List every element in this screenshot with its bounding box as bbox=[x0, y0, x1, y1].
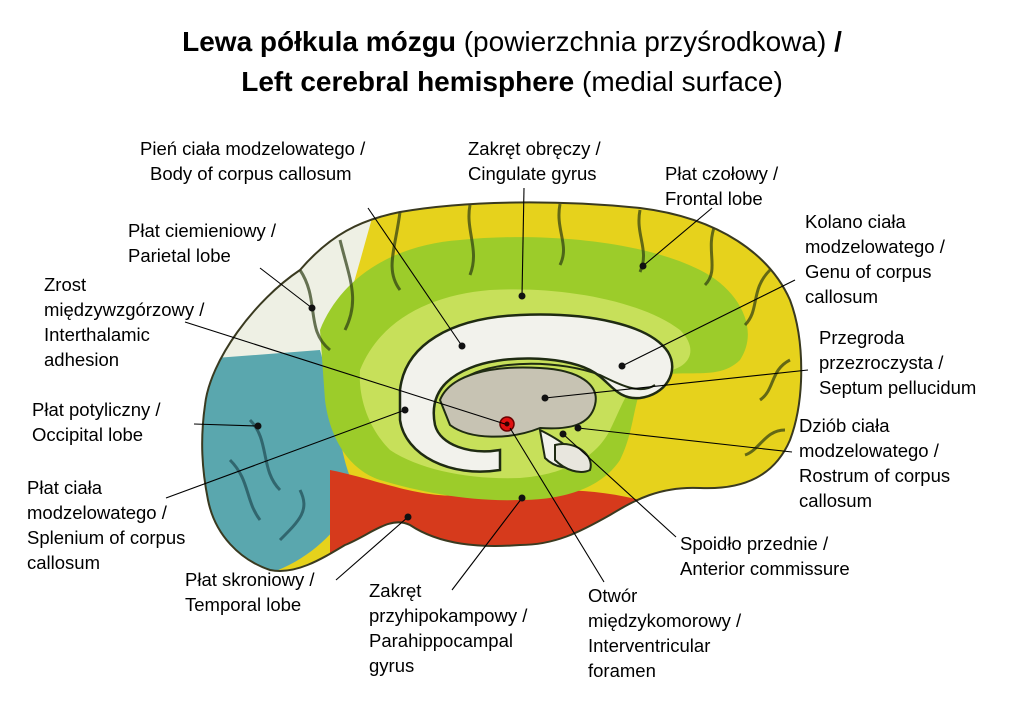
label-interventricular-foramen: Otwór międzykomorowy / Interventricular … bbox=[588, 585, 742, 681]
label-interthalamic-adhesion: Zrost międzywzgórzowy / Interthalamic ad… bbox=[44, 274, 205, 370]
corpus-callosum bbox=[398, 313, 674, 473]
leader-anterior-comm bbox=[562, 433, 677, 538]
title-slash: / bbox=[834, 26, 842, 57]
leader-frontal bbox=[642, 207, 713, 267]
leader-splenium bbox=[165, 409, 406, 499]
leader-interthalamic bbox=[184, 321, 506, 425]
leader-genu bbox=[621, 279, 796, 367]
leader-cingulate bbox=[521, 187, 525, 297]
leader-temporal bbox=[335, 516, 409, 581]
label-anterior-commissure: Spoidło przednie / Anterior commissure bbox=[680, 533, 850, 579]
label-parietal-lobe: Płat ciemieniowy / Parietal lobe bbox=[128, 220, 277, 266]
label-occipital-lobe: Płat potyliczny / Occipital lobe bbox=[32, 399, 161, 445]
leader-lines bbox=[165, 187, 809, 591]
leader-rostrum bbox=[577, 427, 793, 453]
label-genu-corpus-callosum: Kolano ciała modzelowatego / Genu of cor… bbox=[805, 211, 945, 307]
brain-outline bbox=[201, 201, 803, 572]
page-title-line-2: Left cerebral hemisphere (medial surface… bbox=[0, 64, 1024, 100]
label-splenium-corpus-callosum: Płat ciała modzelowatego / Splenium of c… bbox=[27, 477, 186, 573]
label-parahippocampal-gyrus: Zakręt przyhipokampowy / Parahippocampal… bbox=[369, 580, 528, 676]
title-polish-bold: Lewa półkula mózgu bbox=[182, 26, 456, 57]
title-polish-paren: (powierzchnia przyśrodkowa) bbox=[463, 26, 827, 57]
label-temporal-lobe: Płat skroniowy / Temporal lobe bbox=[185, 569, 315, 615]
title-english-paren: (medial surface) bbox=[582, 66, 783, 97]
leader-occipital bbox=[193, 423, 259, 427]
page-title-line-1: Lewa półkula mózgu (powierzchnia przyśro… bbox=[0, 24, 1024, 60]
leader-parietal bbox=[259, 267, 313, 309]
leader-dots bbox=[254, 262, 647, 521]
leader-foramen bbox=[509, 427, 605, 583]
leader-septum bbox=[544, 369, 809, 399]
label-frontal-lobe: Płat czołowy / Frontal lobe bbox=[665, 163, 779, 209]
occipital-lobe-region bbox=[202, 350, 360, 571]
label-septum-pellucidum: Przegroda przezroczysta / Septum pelluci… bbox=[819, 327, 977, 398]
leader-parahippo bbox=[451, 497, 523, 591]
leader-body-cc bbox=[367, 207, 463, 347]
label-body-corpus-callosum: Pień ciała modzelowatego / Body of corpu… bbox=[140, 138, 366, 184]
ventricle-area bbox=[438, 366, 597, 438]
label-cingulate-gyrus: Zakręt obręczy / Cingulate gyrus bbox=[468, 138, 601, 184]
title-english-bold: Left cerebral hemisphere bbox=[241, 66, 575, 97]
label-rostrum-corpus-callosum: Dziób ciała modzelowatego / Rostrum of c… bbox=[799, 415, 951, 511]
